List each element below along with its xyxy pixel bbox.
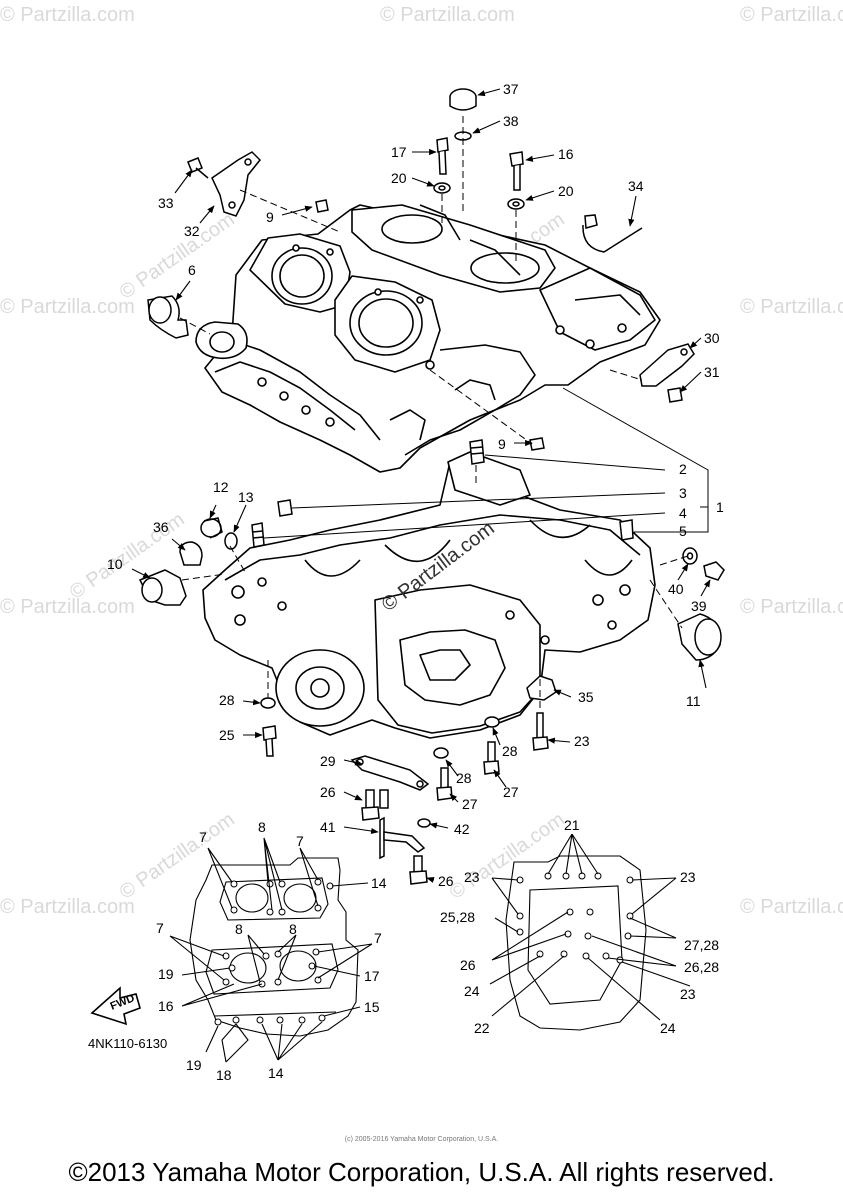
label-7: 7 — [199, 829, 207, 845]
small-credit: (c) 2005-2016 Yamaha Motor Corporation, … — [344, 1136, 499, 1143]
callout-arrows — [131, 88, 711, 883]
callout-35: 35 — [578, 689, 594, 705]
watermark: © Partzilla.com — [0, 896, 135, 918]
label-26: 26 — [460, 957, 476, 973]
lower-crankcase — [202, 451, 656, 739]
label-14: 14 — [268, 1065, 284, 1081]
label-8: 8 — [289, 921, 297, 937]
label-23: 23 — [464, 869, 480, 885]
label-14: 14 — [371, 875, 387, 891]
callout-28: 28 — [219, 692, 235, 708]
callout-17: 17 — [391, 144, 407, 160]
label-8: 8 — [258, 819, 266, 835]
label-25-28: 25,28 — [440, 909, 475, 925]
label-7: 7 — [296, 833, 304, 849]
callout-27: 27 — [503, 784, 519, 800]
callout-9: 9 — [498, 436, 506, 452]
upper-crankcase — [195, 204, 661, 473]
callout-27: 27 — [462, 796, 478, 812]
callout-20: 20 — [391, 170, 407, 186]
fwd-arrow-icon: FWD — [90, 986, 141, 1026]
callout-1: 1 — [716, 499, 724, 515]
label-19: 19 — [186, 1057, 202, 1073]
callout-9: 9 — [266, 209, 274, 225]
callout-37: 37 — [503, 81, 519, 97]
watermark: © Partzilla.com — [0, 4, 135, 26]
callout-26: 26 — [320, 784, 336, 800]
watermark: © Partzilla.com — [0, 596, 135, 618]
label-8: 8 — [235, 921, 243, 937]
callout-38: 38 — [503, 113, 519, 129]
label-24: 24 — [464, 983, 480, 999]
label-18: 18 — [216, 1067, 232, 1083]
callout-2: 2 — [679, 461, 687, 477]
callout-20: 20 — [558, 183, 574, 199]
callout-23: 23 — [574, 733, 590, 749]
callout-31: 31 — [704, 364, 720, 380]
label-17: 17 — [364, 968, 380, 984]
callout-6: 6 — [188, 262, 196, 278]
label-23: 23 — [680, 986, 696, 1002]
label-7: 7 — [156, 920, 164, 936]
watermark: © Partzilla.com — [740, 296, 843, 318]
callout-40: 40 — [668, 581, 684, 597]
label-15: 15 — [364, 999, 380, 1015]
callout-13: 13 — [238, 489, 254, 505]
watermark: © Partzilla.com — [380, 4, 515, 26]
callout-labels: 37 38 17 16 20 20 34 33 32 9 6 30 31 9 2… — [107, 81, 724, 1083]
callout-30: 30 — [704, 330, 720, 346]
callout-5: 5 — [679, 523, 687, 539]
bolt-pattern-lower — [489, 833, 691, 1031]
callout-3: 3 — [679, 485, 687, 501]
label-19: 19 — [158, 966, 174, 982]
watermark: © Partzilla.com — [740, 4, 843, 26]
alignment-lines — [179, 116, 689, 712]
label-22: 22 — [474, 1020, 490, 1036]
callout-39: 39 — [691, 598, 707, 614]
callout-10: 10 — [107, 556, 123, 572]
callout-11: 11 — [686, 693, 701, 709]
watermark: © Partzilla.com — [0, 296, 135, 318]
callout-4: 4 — [679, 505, 687, 521]
callout-28: 28 — [456, 770, 472, 786]
watermark: © Partzilla.com — [740, 896, 843, 918]
label-27-28: 27,28 — [684, 937, 719, 953]
diagram-code: 4NK110-6130 — [88, 1036, 167, 1051]
callout-12: 12 — [213, 479, 229, 495]
label-24: 24 — [660, 1020, 676, 1036]
bolt-pattern-upper — [169, 837, 373, 1063]
callout-29: 29 — [320, 753, 336, 769]
label-16: 16 — [158, 998, 174, 1014]
label-26-28: 26,28 — [684, 959, 719, 975]
small-parts — [138, 88, 725, 885]
watermark: © Partzilla.com — [740, 596, 843, 618]
callout-25: 25 — [219, 727, 235, 743]
callout-42: 42 — [454, 821, 470, 837]
callout-41: 41 — [320, 819, 336, 835]
callout-28: 28 — [502, 743, 518, 759]
callout-34: 34 — [628, 178, 644, 194]
callout-33: 33 — [158, 195, 174, 211]
copyright-footer: ©2013 Yamaha Motor Corporation, U.S.A. A… — [68, 1157, 775, 1187]
callout-26: 26 — [438, 873, 454, 889]
callout-36: 36 — [153, 519, 169, 535]
leader-lines — [263, 387, 709, 539]
callout-32: 32 — [184, 223, 200, 239]
label-23: 23 — [680, 869, 696, 885]
label-21: 21 — [564, 817, 580, 833]
label-7: 7 — [374, 930, 382, 946]
callout-16: 16 — [558, 146, 574, 162]
